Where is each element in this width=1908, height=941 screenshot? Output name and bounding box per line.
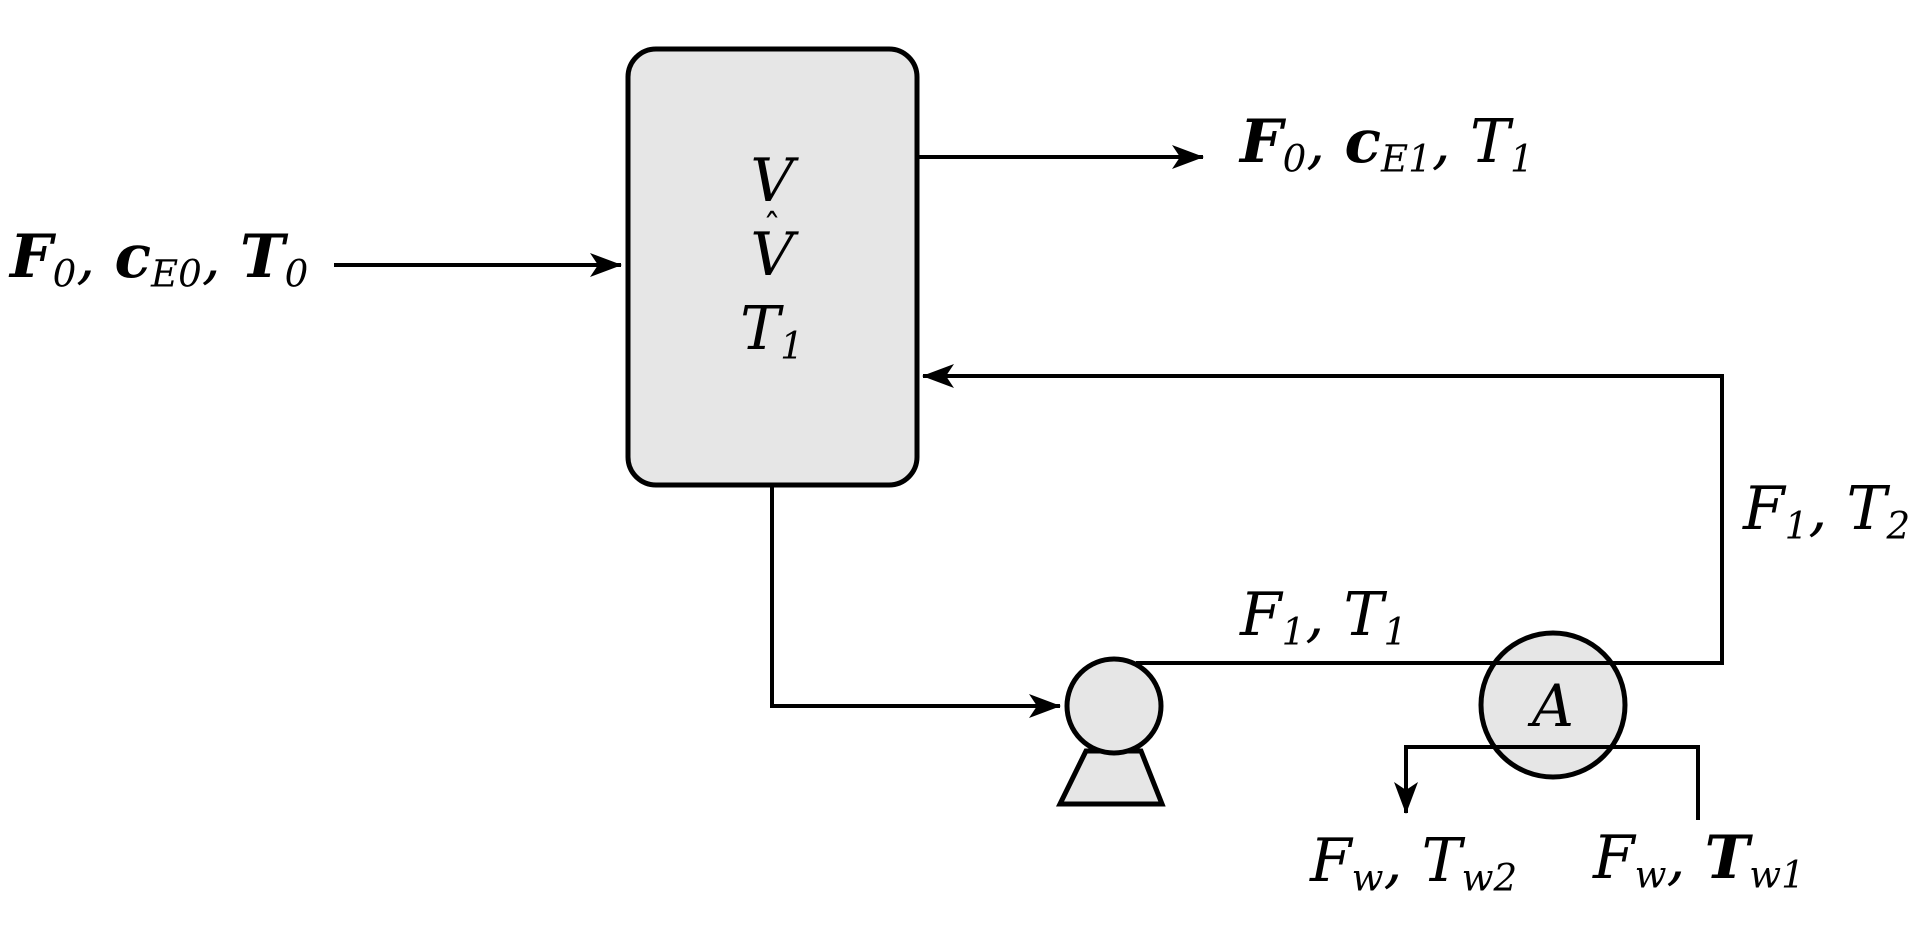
pump-line-label: F1, T1 (1240, 585, 1407, 651)
heat-exchanger-circle (1478, 630, 1628, 780)
tank-volume-hat-symbol: V (750, 220, 794, 290)
outlet-flow-symbol: F (1240, 107, 1283, 177)
pumpline-separator: , (1305, 580, 1344, 650)
water-outlet-label: Fw, Tw2 (1310, 831, 1517, 897)
pumpline-flow-symbol: F (1240, 580, 1282, 650)
tank-volume-label: V (750, 151, 793, 211)
waterout-flow-subscript: w (1351, 855, 1384, 900)
waterin-temp-subscript: w1 (1749, 852, 1805, 897)
waterin-temp-symbol: T (1704, 823, 1750, 893)
exchanger-area-symbol: A (1532, 672, 1574, 740)
waterout-flow-symbol: F (1310, 826, 1352, 896)
waterin-flow-symbol: F (1593, 823, 1635, 893)
tank-to-pump-line (770, 483, 1061, 718)
tank-temp-subscript: 1 (780, 323, 804, 368)
recycle-flow-subscript: 1 (1784, 503, 1809, 548)
waterout-temp-symbol: T (1421, 826, 1462, 896)
feed-temp-subscript: 0 (284, 251, 309, 296)
waterout-temp-subscript: w2 (1461, 855, 1518, 900)
outlet-temp-subscript: 1 (1509, 136, 1534, 181)
feed-conc-subscript: E0 (150, 251, 202, 296)
recycle-line (922, 364, 1724, 665)
tank-volume-symbol: V (750, 146, 794, 216)
outlet-separator-1: , (1306, 107, 1345, 177)
recycle-temp-symbol: T (1846, 474, 1887, 544)
pump-circle (1064, 656, 1164, 756)
feed-flow-symbol: F (10, 222, 53, 292)
waterout-separator: , (1383, 826, 1422, 896)
recycle-separator: , (1808, 474, 1847, 544)
cooling-water-line (1394, 745, 1700, 820)
recycle-return-label: F1, T2 (1743, 479, 1908, 545)
outlet-separator-2: , (1431, 107, 1470, 177)
waterin-separator: , (1666, 823, 1705, 893)
pump-base (1055, 748, 1166, 807)
feed-stream-label: F0, cE0, T0 (10, 227, 308, 293)
pumpline-flow-subscript: 1 (1281, 609, 1306, 654)
recycle-flow-symbol: F (1743, 474, 1785, 544)
tank-temp-symbol: T (740, 294, 781, 364)
feed-separator-1: , (76, 222, 115, 292)
pumpline-temp-subscript: 1 (1383, 609, 1408, 654)
feed-conc-symbol: c (114, 222, 151, 292)
outlet-conc-subscript: E1 (1380, 136, 1432, 181)
pumpline-temp-symbol: T (1343, 580, 1384, 650)
heat-exchanger-label: A (1532, 677, 1574, 735)
feed-separator-2: , (201, 222, 240, 292)
tank-temperature-label: T1 (740, 299, 804, 365)
feed-flow-subscript: 0 (52, 251, 77, 296)
water-inlet-label: Fw, Tw1 (1593, 828, 1805, 894)
feed-temp-symbol: T (239, 222, 285, 292)
hat-accent: ˆ (763, 208, 781, 249)
outlet-flow-subscript: 0 (1282, 136, 1307, 181)
waterin-flow-subscript: w (1634, 852, 1667, 897)
outlet-temp-symbol: T (1469, 107, 1510, 177)
outlet-stream-label: F0, cE1, T1 (1240, 112, 1534, 178)
outlet-conc-symbol: c (1344, 107, 1381, 177)
recycle-temp-subscript: 2 (1886, 503, 1908, 548)
